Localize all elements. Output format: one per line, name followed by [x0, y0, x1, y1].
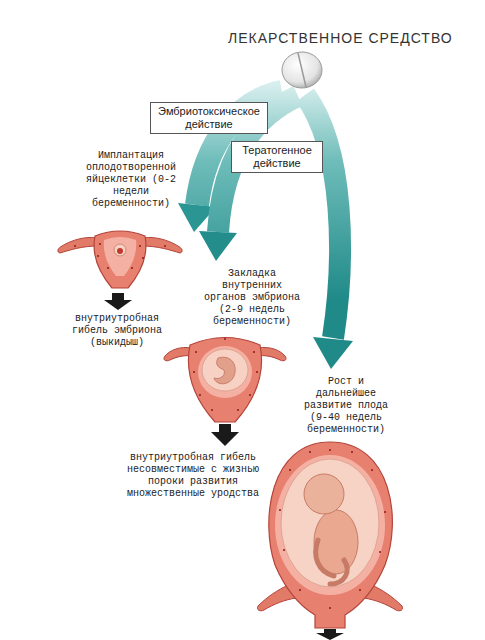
outcome-arrow [316, 629, 344, 640]
outcome-arrow [104, 293, 132, 310]
stage-label: Рост и дальнейшее развитие плода (9-40 н… [297, 376, 395, 436]
label-text: внутриутробная гибель несовместимые с жи… [127, 452, 259, 499]
arrow-head [313, 337, 353, 369]
box-text: Тератогенное действие [237, 144, 317, 170]
label-text: Закладка внутренних органов эмбриона (2-… [204, 268, 300, 327]
effect-box: Тератогенное действие [231, 141, 323, 173]
label-text: Рост и дальнейшее развитие плода (9-40 н… [304, 376, 388, 435]
box-text: Эмбриотоксическое действие [156, 105, 262, 131]
title-text: ЛЕКАРСТВЕННОЕ СРЕДСТВО [228, 30, 453, 46]
label-text: внутриутробная гибель эмбриона (выкидыш) [72, 313, 162, 348]
uterus-fetus [257, 442, 402, 628]
outcome-arrow [211, 424, 239, 446]
teratogenic-arrow [305, 95, 340, 338]
uterus-early [58, 231, 182, 288]
stage-label: внутриутробная гибель эмбриона (выкидыш) [68, 313, 166, 349]
effect-box: Эмбриотоксическое действие [150, 102, 268, 134]
stage-label: внутриутробная гибель несовместимые с жи… [124, 452, 262, 500]
stage-label: Закладка внутренних органов эмбриона (2-… [202, 268, 302, 328]
pill-icon [282, 52, 322, 88]
uterus-embryo [164, 338, 286, 423]
arrow-head [199, 231, 237, 261]
stage-label: Имплантация оплодотворенной яйцеклетки (… [84, 150, 178, 210]
label-text: Имплантация оплодотворенной яйцеклетки (… [86, 150, 176, 209]
